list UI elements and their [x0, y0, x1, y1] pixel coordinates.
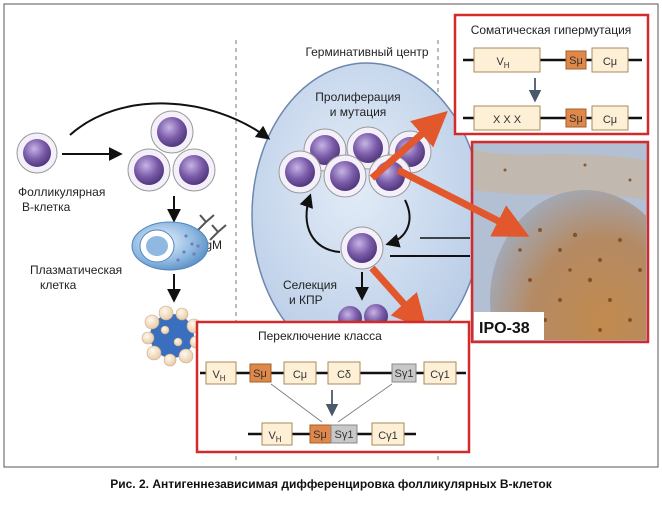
somatic-mutated-v: X X X — [493, 114, 522, 126]
somatic-cmu-bottom: Cμ — [603, 114, 617, 126]
cs-cgamma-top: Cγ1 — [430, 369, 450, 381]
plasma-label-line2: клетка — [40, 278, 77, 292]
cs-vh-bottom: VH — [268, 430, 281, 444]
cs-vh-top: VH — [212, 369, 225, 383]
selected-cell — [340, 226, 384, 270]
arrow-cycle-down — [385, 199, 411, 248]
plasma-label-line1: Плазматическая — [30, 263, 122, 277]
selection-label-line2: и КПР — [289, 293, 323, 307]
red-arrow-to-class-switch — [369, 265, 427, 330]
plasma-cell — [131, 221, 209, 271]
arrow-to-germinal-center — [69, 102, 271, 140]
somatic-cmu-top: Cμ — [603, 56, 617, 68]
red-arrow-to-histology — [396, 166, 530, 237]
somatic-smu-bottom: Sμ — [569, 113, 583, 125]
arrow-cycle-up — [299, 193, 341, 253]
class-switch-box: Переключение класса VH Sμ Cμ Cδ Sγ1 Cγ1 … — [195, 320, 471, 454]
cs-cgamma-bottom: Cγ1 — [378, 430, 398, 442]
follicular-label-line2: B-клетка — [22, 200, 71, 214]
figure-caption: Рис. 2. Антигеннезависимая дифференциров… — [110, 477, 552, 491]
proliferating-cluster-left — [127, 110, 216, 192]
red-arrow-to-hypermutation — [369, 111, 448, 181]
cs-smu-bottom: Sμ — [313, 429, 327, 441]
follicular-label-line1: Фолликулярная — [18, 185, 105, 199]
somatic-vh-top: VH — [496, 56, 509, 70]
proliferating-cluster-gc — [278, 126, 432, 198]
class-switch-title: Переключение класса — [258, 329, 382, 343]
cs-smu-top: Sμ — [253, 368, 267, 380]
somatic-hypermutation-box: Соматическая гипермутация VH Sμ Cμ X X X… — [453, 13, 650, 136]
somatic-hypermutation-title: Соматическая гипермутация — [471, 23, 632, 37]
cs-cmu-top: Cμ — [293, 369, 307, 381]
germinal-center-label: Герминативный центр — [305, 45, 428, 59]
igm-antibody-icon — [197, 214, 227, 241]
cs-sgamma-bottom: Sγ1 — [335, 429, 354, 441]
follicular-b-cell — [16, 132, 58, 174]
somatic-smu-top: Sμ — [569, 55, 583, 67]
histology-image — [470, 140, 650, 344]
selection-label-line1: Селекция — [283, 278, 337, 292]
cs-cdelta-top: Cδ — [337, 369, 351, 381]
proliferation-label-line1: Пролиферация — [315, 90, 400, 104]
proliferation-label-line2: и мутация — [330, 105, 387, 119]
secreting-cell — [141, 305, 203, 367]
cs-sgamma-top: Sγ1 — [395, 368, 414, 380]
ipo-label: IPO-38 — [479, 320, 530, 337]
